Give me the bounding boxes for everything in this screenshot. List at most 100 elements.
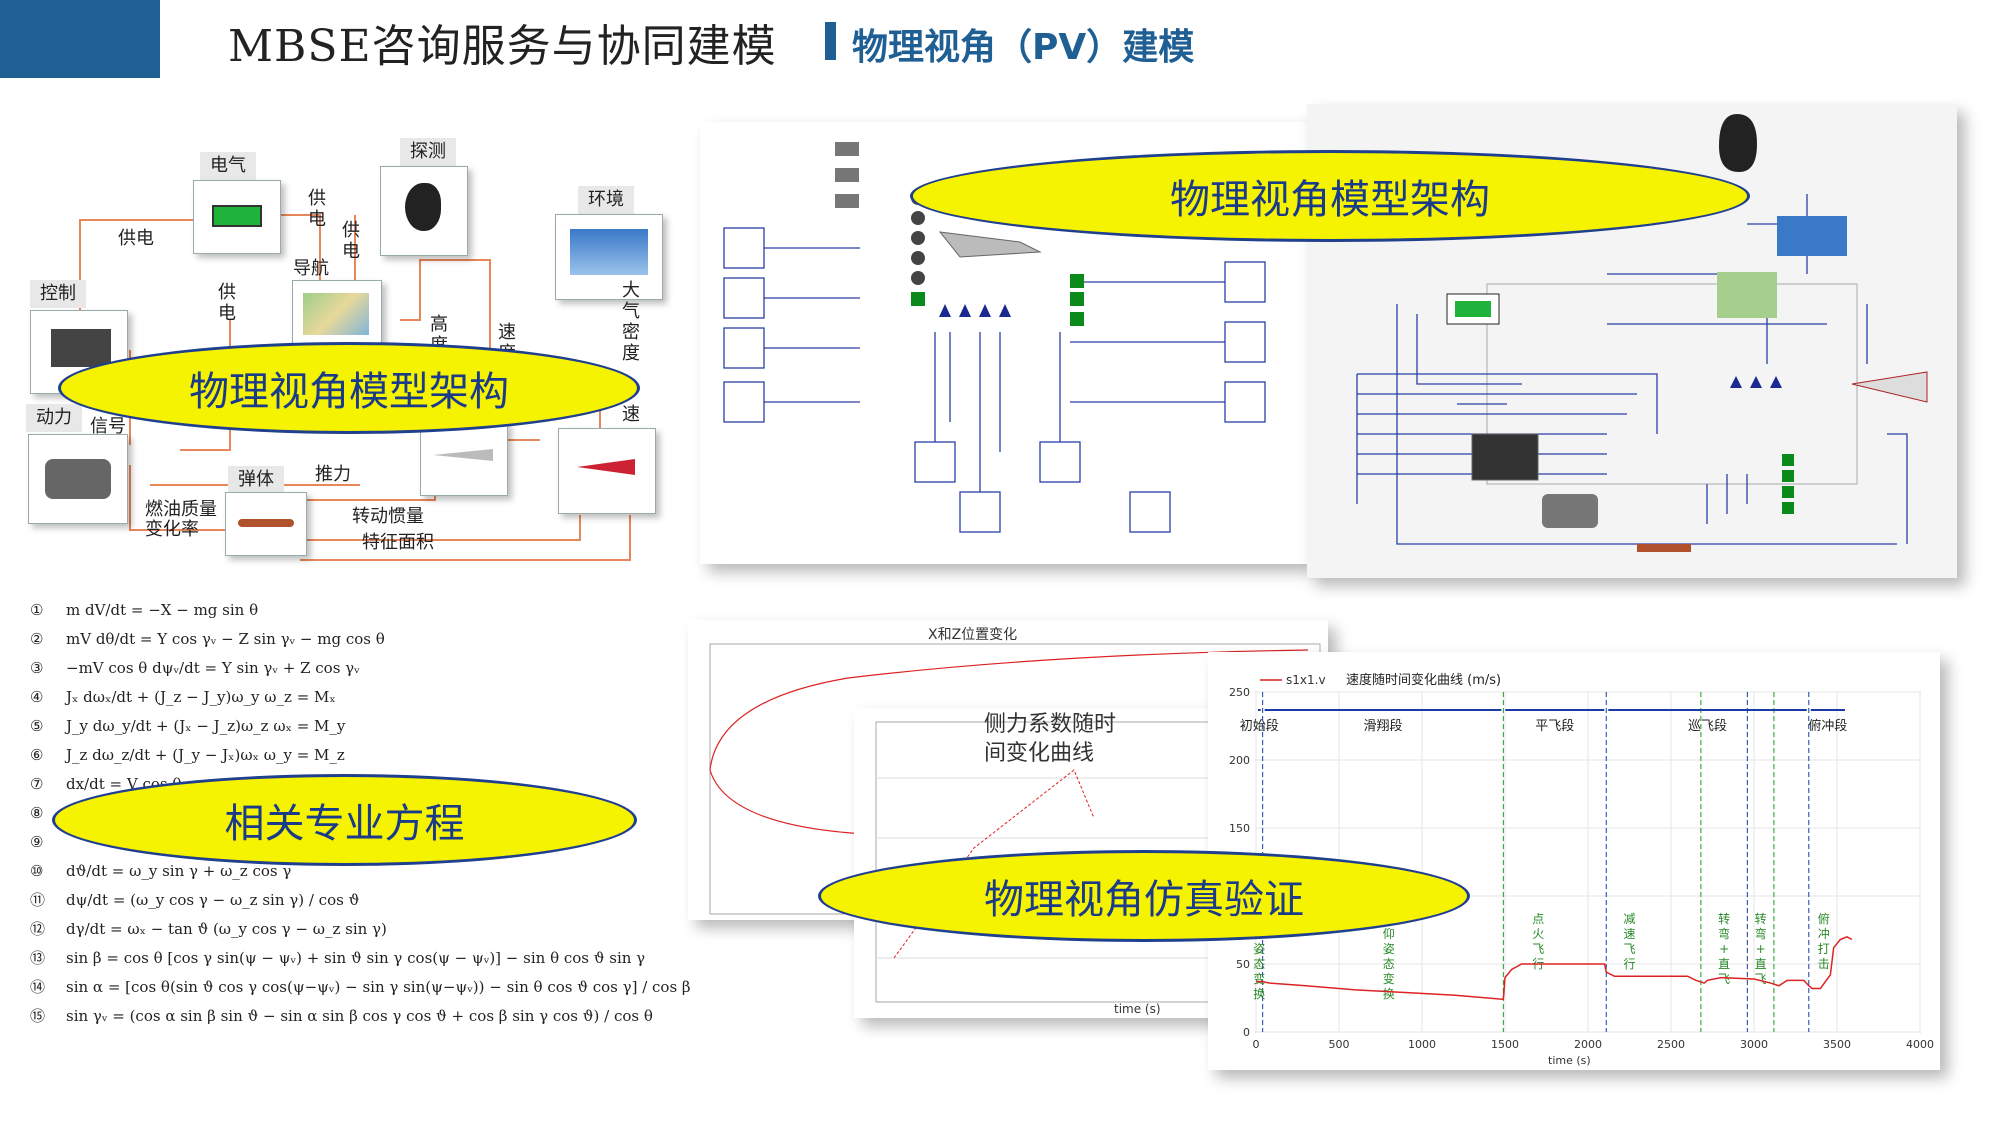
equation-row: ⑨ [30,828,630,857]
equation-text: −mV cos θ dψᵥ/dt = Y sin γᵥ + Z cos γᵥ [66,659,360,677]
x-tick-label: 1000 [1408,1038,1436,1051]
electric-block[interactable] [193,180,281,254]
dynamics-block[interactable] [558,428,656,514]
computer-icon [51,329,111,367]
header-accent-block [0,0,160,78]
x-tick-label: 4000 [1906,1038,1934,1051]
warhead-block[interactable] [225,492,307,556]
feature-area-label: 特征面积 [362,532,434,553]
supply-label-1: 供电 [118,228,154,249]
equation-row: ① m dV/dt = −X − mg sin θ [30,596,630,625]
event-label: 俯冲打击 [1818,911,1830,971]
schematic-2-drawing [1356,114,1928,552]
y-tick-label: 0 [1243,1026,1250,1039]
equation-number: ⑭ [30,978,46,996]
equation-number: ⑦ [30,775,44,793]
speed-series-line [1256,935,1853,1001]
supply-label-4: 供电 [218,282,236,324]
callout-architecture-right: 物理视角模型架构 [910,150,1750,242]
xz-position-title: X和Z位置变化 [928,627,1018,643]
event-label: 转弯+直飞 [1755,911,1767,986]
equation-number: ⑧ [30,804,44,822]
equation-number: ① [30,601,44,619]
sensor-icon [405,183,441,231]
environment-block[interactable] [555,214,663,300]
equation-number: ⑪ [30,891,46,909]
phase-label: 巡飞段 [1688,719,1727,734]
equation-row: ⑧ [30,799,630,828]
supply-label-3: 供电 [342,220,360,262]
equation-row: ⑫ dγ/dt = ωₓ − tan ϑ (ω_y cos γ − ω_z sin… [30,915,630,944]
y-tick-label: 200 [1229,754,1250,767]
y-tick-label: 250 [1229,686,1250,699]
equation-number: ⑬ [30,949,46,967]
subtitle-bar [825,22,836,60]
side-force-title: 侧力系数随时 间变化曲线 [984,712,1117,766]
speed-chart-title: 速度随时间变化曲线 (m/s) [1346,672,1501,688]
equation-row: ⑮ sin γᵥ = (cos α sin β sin ϑ − sin α sin… [30,1002,653,1031]
thrust-label: 推力 [315,464,351,485]
control-tab: 控制 [30,280,86,308]
equation-text: m dV/dt = −X − mg sin θ [66,601,259,619]
fuel-rate-label: 燃油质量 变化率 [145,499,217,540]
page-title: MBSE咨询服务与协同建模 [228,21,777,72]
equation-number: ④ [30,688,44,706]
x-tick-label: 3000 [1740,1038,1768,1051]
page-subtitle: 物理视角（PV）建模 [852,27,1195,68]
equation-number: ⑤ [30,717,44,735]
equation-number: ③ [30,659,44,677]
event-label: 点火飞行 [1532,912,1544,971]
navigation-label: 导航 [293,258,329,279]
sky-icon [570,229,648,275]
schematic-1-drawing [723,142,1266,533]
equation-text: mV dθ/dt = Y cos γᵥ − Z sin γᵥ − mg cos … [66,630,385,648]
callout-simulation: 物理视角仿真验证 [818,850,1470,942]
equation-number: ⑫ [30,920,46,938]
callout-architecture-left: 物理视角模型架构 [58,342,640,434]
aircraft-icon [433,449,493,461]
battery-icon [212,205,262,227]
power-block[interactable] [28,434,128,524]
equation-number: ⑩ [30,862,44,880]
equation-text: sin β = cos θ [cos γ sin(ψ − ψᵥ) + sin ϑ… [66,949,646,967]
missile-icon [238,519,294,527]
phase-label: 滑翔段 [1363,719,1402,734]
speed-legend: s1x1.v [1286,673,1326,687]
plane-icon [577,459,635,475]
signal-label: 信号 [90,416,126,437]
x-tick-label: 3500 [1823,1038,1851,1051]
engine-icon [45,459,111,499]
x-tick-label: 0 [1253,1038,1260,1051]
event-label: 减速飞行 [1623,912,1635,971]
phase-label: 初始段 [1240,719,1279,734]
equation-text: dγ/dt = ωₓ − tan ϑ (ω_y cos γ − ω_z sin … [66,920,387,938]
equation-row: ⑤ J_y dω_y/dt + (Jₓ − J_z)ω_z ωₓ = M_y [30,712,630,741]
speed-chart: 0500100015002000250030003500400005010015… [1229,672,1934,1067]
equation-number: ⑮ [30,1007,46,1025]
side-force-xlabel: time (s) [1114,1002,1161,1016]
y-tick-label: 150 [1229,822,1250,835]
equation-text: dϑ/dt = ω_y sin γ + ω_z cos γ [66,862,292,880]
equation-row: ③ −mV cos θ dψᵥ/dt = Y sin γᵥ + Z cos γᵥ [30,654,630,683]
supply-label-2: 供电 [308,188,326,230]
equation-text: J_y dω_y/dt + (Jₓ − J_z)ω_z ωₓ = M_y [66,717,346,735]
map-icon [303,293,369,335]
inertia-label: 转动惯量 [352,506,424,527]
x-tick-label: 2500 [1657,1038,1685,1051]
equation-row: ⑪ dψ/dt = (ω_y cos γ − ω_z sin γ) / cos ϑ [30,886,630,915]
equation-text: dψ/dt = (ω_y cos γ − ω_z sin γ) / cos ϑ [66,891,360,909]
airframe-block[interactable] [420,422,508,496]
equation-text: J_z dω_z/dt + (J_y − Jₓ)ωₓ ω_y = M_z [66,746,345,764]
equation-text: sin γᵥ = (cos α sin β sin ϑ − sin α sin … [66,1007,653,1025]
electric-tab: 电气 [200,152,256,180]
y-tick-label: 50 [1236,958,1250,971]
detect-tab: 探测 [400,138,456,166]
detect-block[interactable] [380,166,468,256]
navigation-block[interactable] [292,280,382,348]
x-tick-label: 1500 [1491,1038,1519,1051]
